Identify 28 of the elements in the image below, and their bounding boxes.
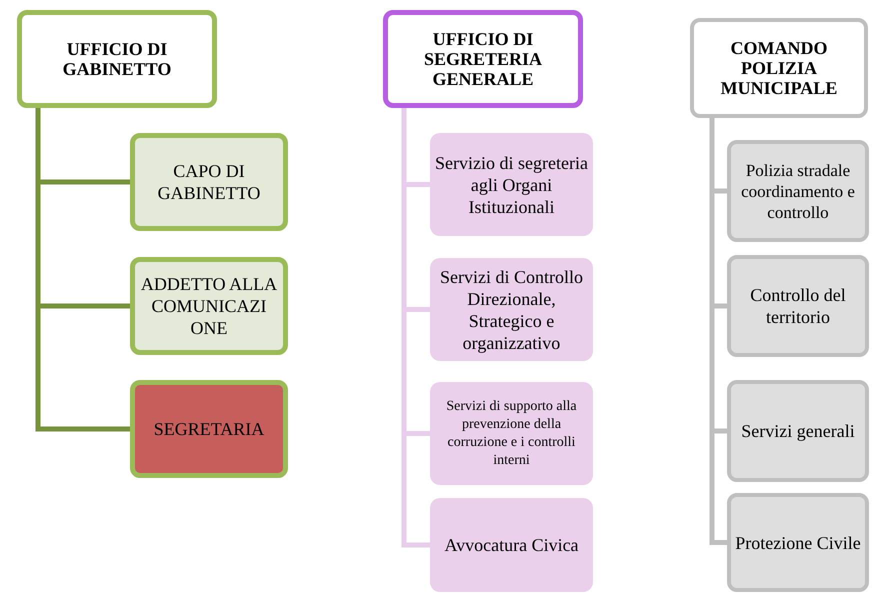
box-label: Servizio di segreteria agli Organi Istituzionali bbox=[434, 152, 589, 218]
box-label: ADDETTO ALLA COMUNICAZI ONE bbox=[140, 273, 278, 339]
service-box bbox=[727, 255, 869, 357]
role-box bbox=[130, 257, 288, 355]
service-box bbox=[727, 493, 869, 592]
box-label: Protezione Civile bbox=[735, 532, 861, 554]
box-label: UFFICIO DI SEGRETERIA GENERALE bbox=[422, 29, 544, 89]
box-label: Polizia stradale coordinamento e controllo bbox=[740, 160, 856, 222]
header-box bbox=[383, 10, 583, 108]
header-box bbox=[17, 10, 217, 108]
box-label: COMANDO POLIZIA MUNICIPALE bbox=[720, 38, 838, 98]
service-box bbox=[430, 133, 593, 236]
box-label: Servizi generali bbox=[741, 420, 855, 442]
service-box bbox=[430, 498, 593, 592]
box-label: UFFICIO DI GABINETTO bbox=[62, 39, 172, 79]
role-box bbox=[130, 133, 288, 231]
service-box bbox=[727, 140, 869, 242]
box-label: Servizi di supporto alla prevenzione della corruzione e i controlli interni bbox=[445, 398, 578, 470]
box-label: Avvocatura Civica bbox=[444, 534, 579, 556]
box-label: Servizi di Controllo Direzionale, Strategico e organizzativo bbox=[439, 266, 584, 354]
header-box bbox=[690, 18, 868, 118]
service-box bbox=[430, 382, 593, 485]
role-box bbox=[130, 380, 288, 478]
box-label: Controllo del territorio bbox=[749, 284, 847, 328]
box-label: CAPO DI GABINETTO bbox=[156, 160, 262, 204]
service-box bbox=[727, 380, 869, 482]
service-box bbox=[430, 258, 593, 361]
box-label: SEGRETARIA bbox=[154, 418, 264, 440]
